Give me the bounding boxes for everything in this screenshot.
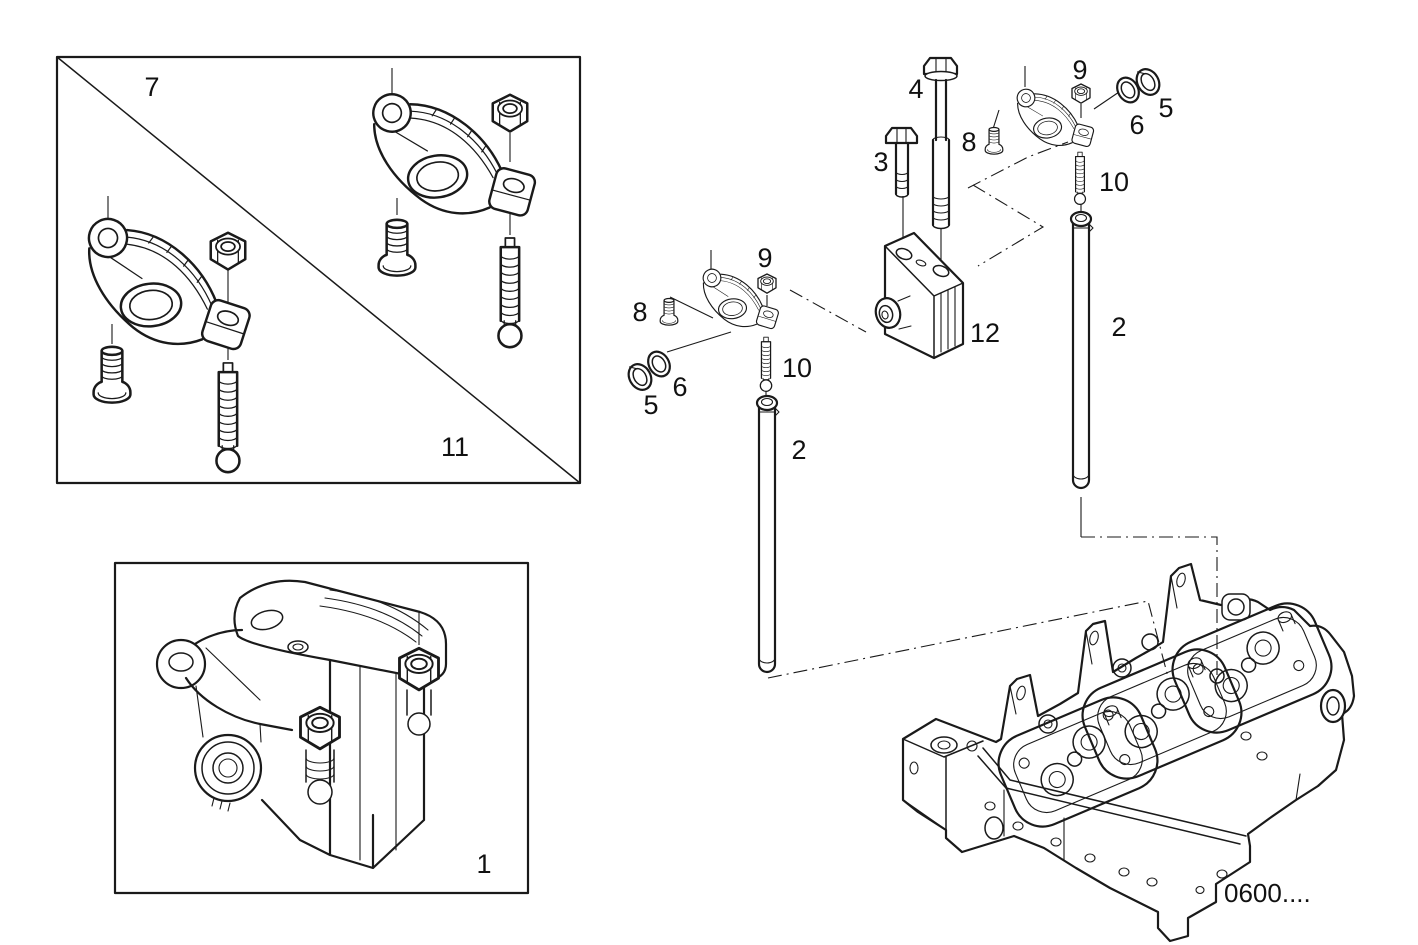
nut-right-drawing — [1071, 83, 1091, 104]
adjuster-right-drawing — [1073, 151, 1087, 206]
bolt-long-drawing — [922, 56, 959, 230]
screw-box-left — [92, 345, 132, 404]
callout-4: 4 — [908, 74, 923, 104]
group-box-7-11 — [55, 55, 582, 485]
callout-9-left: 9 — [757, 243, 772, 273]
part-code-label: 0600.... — [1224, 878, 1311, 908]
bracket-block-drawing — [874, 231, 965, 360]
bolt-short-drawing — [884, 126, 919, 198]
pushrod-left-drawing — [755, 394, 780, 674]
adjuster-box-left — [215, 361, 241, 474]
rocker-assembly-unit-drawing — [155, 579, 448, 870]
callout-2-right: 2 — [1111, 312, 1126, 342]
assembly-nut-middle — [299, 705, 341, 751]
callout-12: 12 — [970, 318, 1000, 348]
callout-5-left: 5 — [643, 390, 658, 420]
callout-8-right: 8 — [961, 127, 976, 157]
callout-11: 11 — [441, 432, 469, 462]
assembly-box-1 — [113, 561, 530, 895]
callout-3: 3 — [873, 147, 888, 177]
nut-box-left — [209, 231, 247, 271]
leader-lines-dashdot — [767, 141, 1218, 679]
callout-7: 7 — [144, 72, 159, 102]
callout-6-right: 6 — [1129, 110, 1144, 140]
callout-9-right: 9 — [1072, 55, 1087, 85]
callout-1: 1 — [476, 849, 491, 879]
nut-box-right — [491, 93, 529, 133]
screw-right-drawing — [984, 126, 1004, 155]
callout-10-left: 10 — [782, 353, 812, 383]
nut-middle — [757, 273, 777, 294]
callout-2-left: 2 — [791, 435, 806, 465]
adjuster-box-right — [497, 236, 523, 349]
assembly-nut-right — [398, 646, 440, 692]
callout-5-right: 5 — [1158, 93, 1173, 123]
adjuster-middle — [759, 336, 773, 392]
callout-8-left: 8 — [632, 297, 647, 327]
box-axis-leaders — [107, 68, 511, 360]
callout-labels: 7 11 1 3 4 8 9 6 5 10 2 12 8 9 6 5 10 2 … — [144, 55, 1310, 908]
callout-10-right: 10 — [1099, 167, 1129, 197]
screw-box-right — [377, 218, 417, 277]
group-box-diagonal — [56, 56, 581, 484]
pushrod-right-drawing — [1069, 210, 1094, 490]
callout-6-left: 6 — [672, 372, 687, 402]
screw-middle — [659, 297, 679, 326]
